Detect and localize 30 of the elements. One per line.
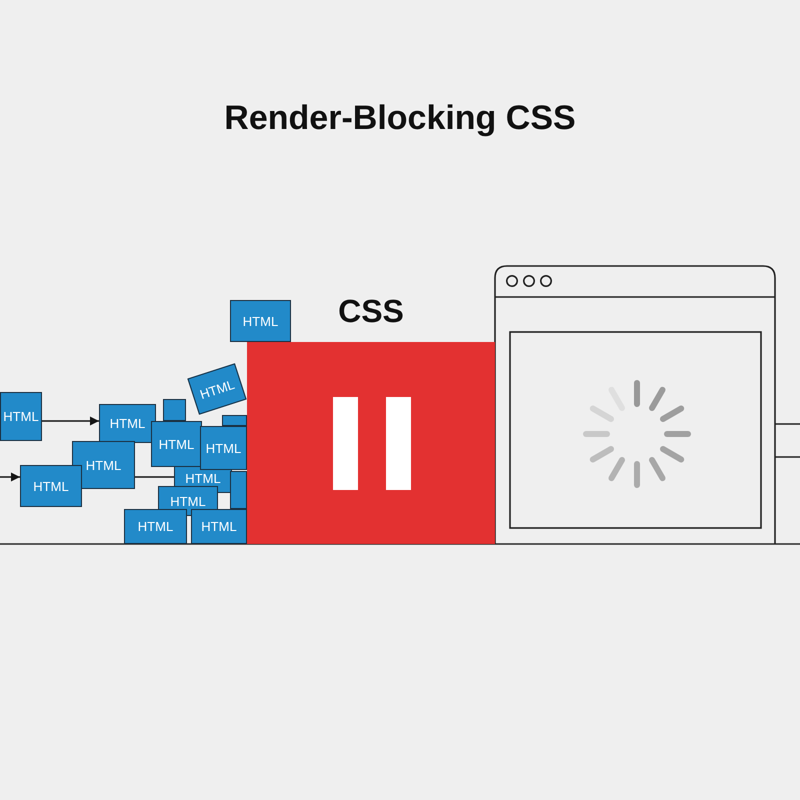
html-file-block [99,404,156,443]
html-file-block [191,509,247,544]
html-file-block [222,415,247,426]
block-label: HTML [33,478,69,494]
html-file-block [200,426,247,470]
html-file-block [72,441,135,489]
panel-heading: CSS [338,292,404,330]
block-label: HTML [242,314,278,328]
block-label: HTML [201,519,237,534]
connector-line [135,476,174,478]
block-label: HTML [138,519,174,534]
block-label: HTML [198,376,236,402]
html-file-block [230,471,247,509]
html-file-block [187,363,247,415]
arrow [42,416,99,426]
block-label: HTML [110,416,146,431]
block-label: HTML [158,436,194,452]
block-label: HTML [185,470,221,486]
html-file-block [163,399,186,421]
html-file-block [0,392,42,441]
block-label: HTML [86,458,122,472]
html-file-block [124,509,187,544]
html-file-block [151,421,202,467]
block-label: HTML [3,409,39,424]
html-file-block [20,465,82,507]
diagram-title: Render-Blocking CSS [224,98,576,138]
html-file-block [230,300,291,342]
arrow [0,472,20,482]
block-label: HTML [206,440,242,456]
block-label: HTML [170,494,206,508]
